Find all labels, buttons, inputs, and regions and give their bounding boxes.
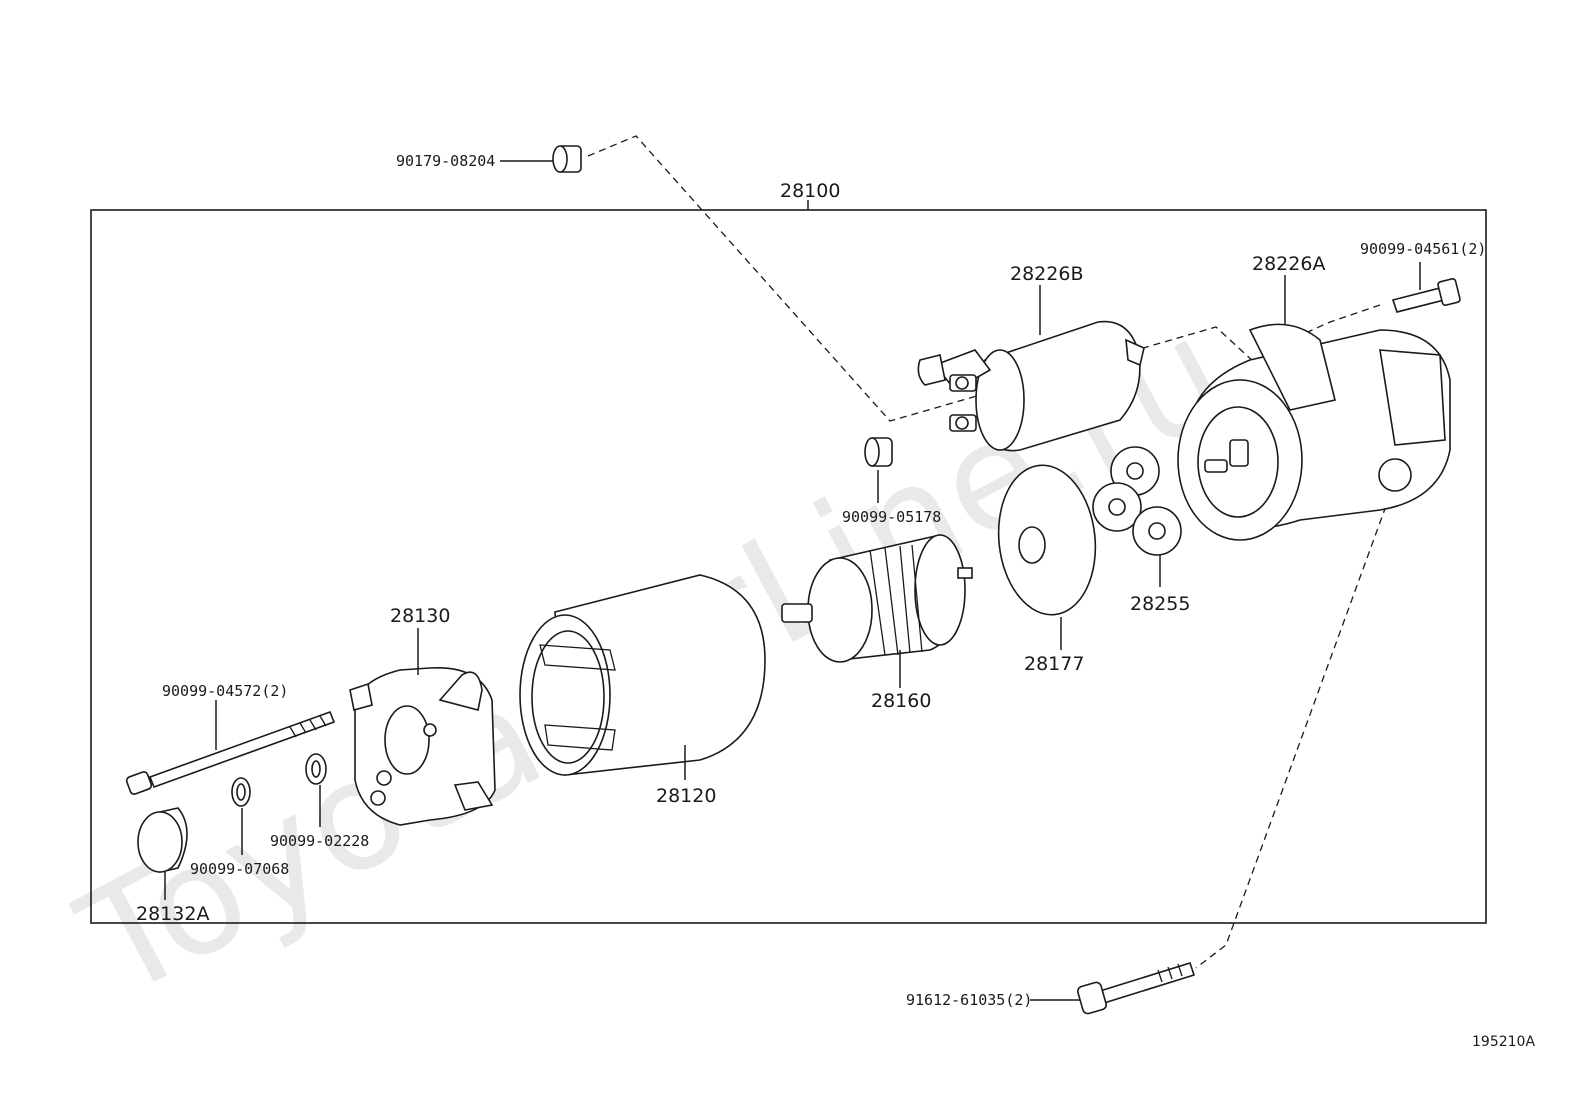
washer-small-part[interactable] [231,777,251,855]
leader-bolt-top [587,135,1269,422]
mount-bolt-part[interactable] [1030,962,1196,1015]
label-mount-bolt[interactable]: 91612-61035(2) [906,991,1032,1009]
housing-bolt-part[interactable] [1391,262,1461,313]
label-washer-large[interactable]: 90099-02228 [270,832,369,850]
gears-part[interactable] [1092,446,1182,587]
label-gears[interactable]: 28255 [1130,593,1190,615]
label-housing[interactable]: 28226A [1252,253,1325,275]
washer-large-part[interactable] [305,753,327,827]
assembly-frame [90,209,1487,924]
label-armature[interactable]: 28160 [871,690,931,712]
brush-holder-part[interactable] [349,628,496,826]
label-solenoid[interactable]: 28226B [1010,263,1083,285]
label-yoke[interactable]: 28120 [656,785,716,807]
plate-part[interactable] [991,460,1102,650]
bolt-top-part[interactable] [500,145,582,173]
label-cap[interactable]: 28132A [136,903,209,925]
assembly-label[interactable]: 28100 [780,180,840,202]
label-washer-small[interactable]: 90099-07068 [190,860,289,878]
leader-mount-bolt [1195,494,1391,969]
yoke-part[interactable] [519,574,766,780]
reference-code: 195210A [1472,1034,1535,1050]
label-solenoid-nut[interactable]: 90099-05178 [842,508,941,526]
housing-part[interactable] [1177,275,1451,541]
armature-part[interactable] [781,534,973,688]
solenoid-part[interactable] [917,285,1145,452]
label-through-bolt[interactable]: 90099-04572(2) [162,682,288,700]
label-plate[interactable]: 28177 [1024,653,1084,675]
through-bolt-part[interactable] [125,700,336,795]
solenoid-nut-part[interactable] [864,437,893,503]
label-bolt-top[interactable]: 90179-08204 [396,152,495,170]
label-housing-bolt[interactable]: 90099-04561(2) [1360,240,1486,258]
label-brush-holder[interactable]: 28130 [390,605,450,627]
cap-part[interactable] [137,807,188,900]
